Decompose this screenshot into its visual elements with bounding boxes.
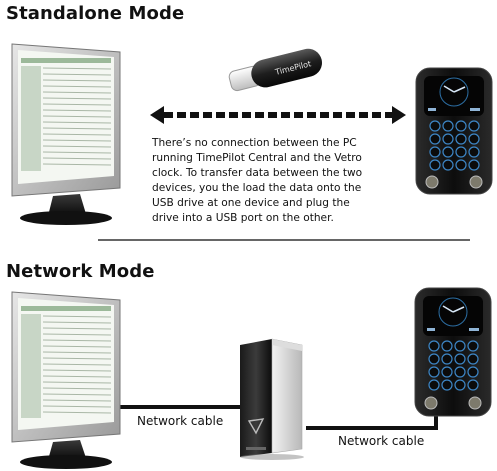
network-cable-label: Network cable [134,414,227,428]
description-line: There’s no connection between the PC [152,137,357,149]
description-line: USB drive at one device and plug the [152,197,350,209]
vetro-clock-icon [414,66,494,196]
monitor-icon [8,286,126,470]
section-divider [98,239,470,241]
network-mode-title: Network Mode [6,261,155,282]
monitor-icon [8,38,126,226]
standalone-mode-title: Standalone Mode [6,3,185,24]
description-line: drive into a USB port on the other. [152,212,334,224]
description-line: running TimePilot Central and the Vetro [152,152,362,164]
usb-drive-icon: TimePilot [223,45,327,97]
description-line: devices, you the load the data onto the [152,182,362,194]
server-tower-icon [232,335,308,461]
double-headed-dashed-arrow [150,104,406,126]
network-cable-label: Network cable [335,434,428,448]
description-line: clock. To transfer data between the two [152,167,363,179]
standalone-description: There’s no connection between the PC run… [152,136,392,226]
vetro-clock-icon [413,286,493,418]
